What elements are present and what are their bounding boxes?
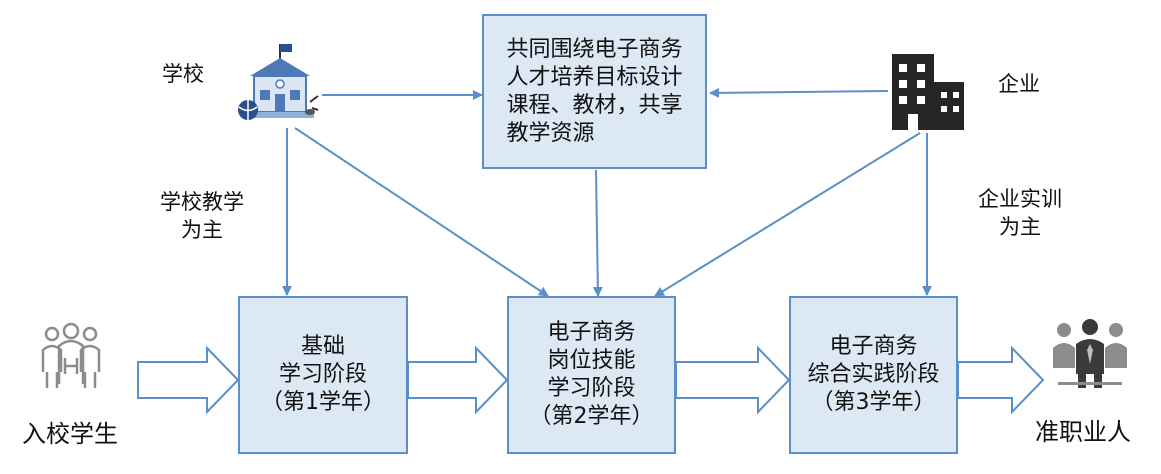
entry-students-label: 入校学生 <box>22 420 118 448</box>
stage3-box: 电子商务 综合实践阶段 （第3学年） <box>789 296 958 454</box>
arrow-enterprise-to-stage2 <box>654 132 921 297</box>
enterprise-training-label: 企业实训 为主 <box>978 187 1062 239</box>
stage3-text: 电子商务 综合实践阶段 （第3学年） <box>807 334 940 415</box>
quasi-professionals-label: 准职业人 <box>1035 418 1131 446</box>
stage1-text: 基础 学习阶段 （第1学年） <box>261 334 385 415</box>
school-teaching-label: 学校教学 为主 <box>160 190 244 242</box>
shared-goal-box: 共同围绕电子商务 人才培养目标设计 课程、教材，共享 教学资源 <box>482 14 707 169</box>
stage1-box: 基础 学习阶段 （第1学年） <box>238 296 408 454</box>
arrow-enterprise-to-goal <box>709 87 889 98</box>
professionals-group-icon <box>1053 319 1127 388</box>
enterprise-building-icon <box>892 54 964 130</box>
arrow-goal-to-stage2 <box>592 169 603 297</box>
students-group-icon <box>41 322 101 388</box>
stage2-text: 电子商务 岗位技能 学习阶段 （第2学年） <box>529 320 654 429</box>
enterprise-label: 企业 <box>998 72 1040 96</box>
flow-arrow-stage3-to-professionals <box>957 345 1045 415</box>
shared-goal-text: 共同围绕电子商务 人才培养目标设计 课程、教材，共享 教学资源 <box>506 36 683 146</box>
school-label: 学校 <box>162 62 204 86</box>
flow-arrow-students-to-stage1 <box>137 345 240 415</box>
flow-arrow-stage1-to-stage2 <box>407 345 509 415</box>
school-icon <box>238 44 319 120</box>
flow-arrow-stage2-to-stage3 <box>675 345 791 415</box>
arrow-school-to-stage2 <box>294 127 549 297</box>
stage2-box: 电子商务 岗位技能 学习阶段 （第2学年） <box>507 296 676 454</box>
